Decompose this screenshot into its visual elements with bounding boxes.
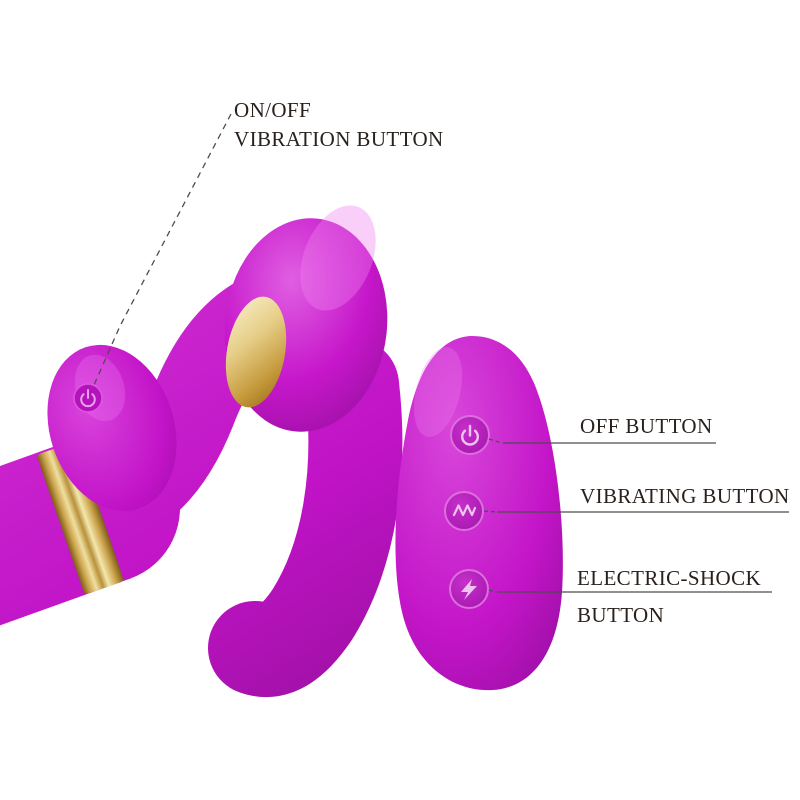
power-icon — [80, 389, 96, 408]
lightning-icon — [461, 579, 477, 600]
callout-on-off-line1: ON/OFF — [234, 98, 312, 122]
callout-electric-shock-line1: ELECTRIC-SHOCK — [577, 566, 762, 590]
head-highlight — [300, 205, 376, 311]
device-tail — [208, 338, 403, 697]
leader-dash-off — [488, 438, 503, 444]
remote-controller — [395, 335, 563, 691]
leader-dash-shock — [488, 589, 497, 593]
main-device — [0, 205, 403, 697]
gold-electrode — [225, 296, 287, 408]
remote-highlight — [413, 347, 463, 437]
remote-shock-button — [449, 569, 489, 609]
callout-on-off-line2: VIBRATION BUTTON — [234, 127, 444, 151]
callout-off-button: OFF BUTTON — [580, 414, 713, 438]
handle-power-button — [73, 383, 103, 413]
callout-electric-shock-button: ELECTRIC-SHOCK BUTTON — [577, 560, 761, 634]
remote-vibrate-button — [444, 491, 484, 531]
callout-on-off-vibration: ON/OFF VIBRATION BUTTON — [234, 96, 444, 154]
power-icon — [461, 424, 479, 446]
callout-vibrating-button: VIBRATING BUTTON — [580, 484, 790, 508]
leader-dash-vibrating — [483, 510, 497, 513]
leader-line-handle-button — [93, 113, 232, 386]
callout-electric-shock-line2: BUTTON — [577, 603, 665, 627]
wave-icon — [452, 504, 477, 517]
remote-power-button — [450, 415, 490, 455]
gold-band — [37, 442, 124, 594]
